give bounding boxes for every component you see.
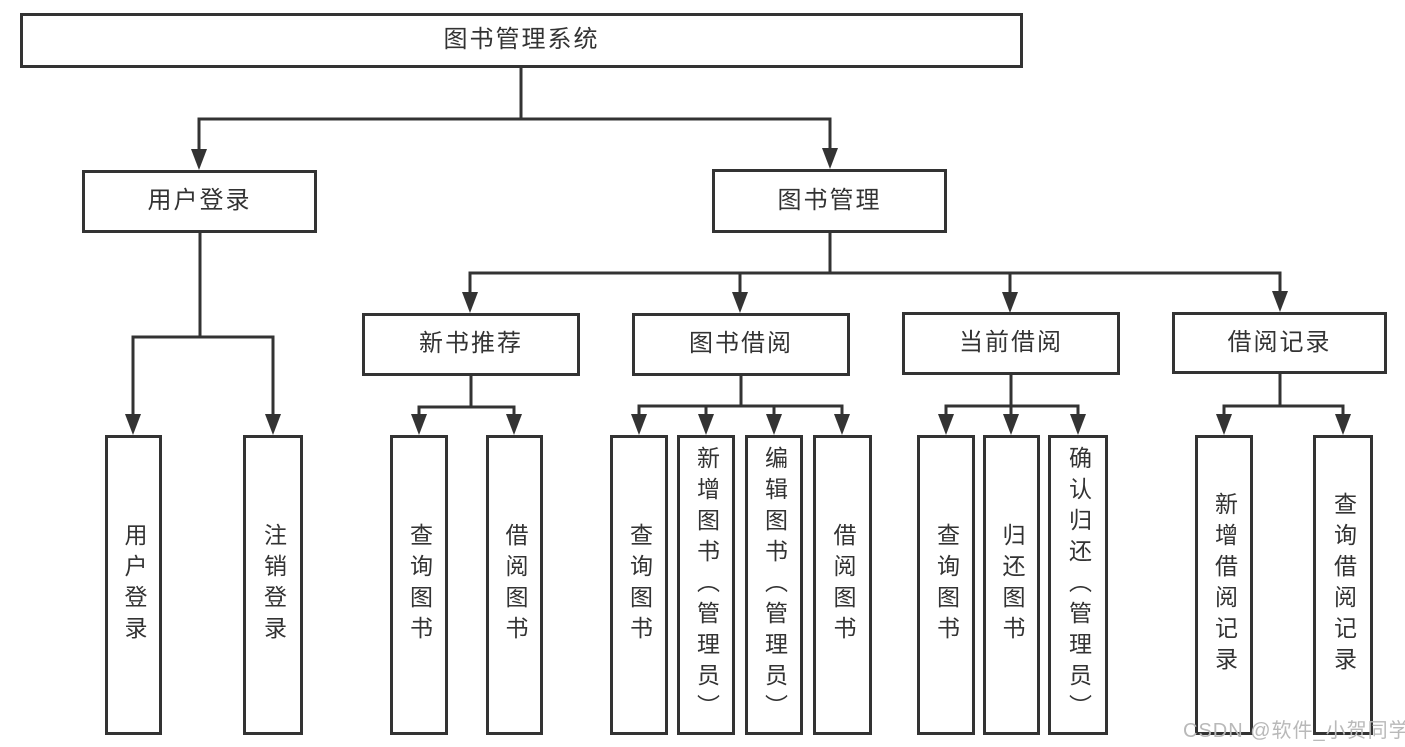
leaf-confirm-return-admin: 确认归还（管理员） [1048, 435, 1108, 735]
node-current-borrowing: 当前借阅 [902, 312, 1120, 375]
arrow-down-icon [411, 414, 427, 435]
arrow-down-icon [1070, 414, 1086, 435]
node-new-book-recommendation: 新书推荐 [362, 313, 580, 376]
arrow-down-icon [732, 292, 748, 313]
leaf-query-borrow-record: 查询借阅记录 [1313, 435, 1373, 735]
connector-borrow-record [1222, 372, 1345, 420]
leaf-return-books: 归还图书 [983, 435, 1040, 735]
leaf-query-books-current: 查询图书 [917, 435, 975, 735]
arrow-down-icon [1216, 414, 1232, 435]
connector-current-borrow [944, 373, 1080, 420]
leaf-label: 新增图书（管理员） [693, 445, 720, 725]
leaf-logout-login: 注销登录 [243, 435, 303, 735]
leaf-label: 编辑图书（管理员） [761, 445, 788, 725]
leaf-label: 查询图书 [406, 523, 433, 647]
leaf-add-borrow-record: 新增借阅记录 [1195, 435, 1253, 735]
node-book-borrowing: 图书借阅 [632, 313, 850, 376]
leaf-label: 确认归还（管理员） [1065, 445, 1092, 725]
arrow-down-icon [834, 414, 850, 435]
node-user-login: 用户登录 [82, 170, 317, 233]
arrow-down-icon [462, 292, 478, 313]
connector-book-borrow [637, 374, 844, 420]
arrow-down-icon [822, 148, 838, 169]
leaf-label: 新增借阅记录 [1211, 492, 1238, 678]
leaf-label: 查询图书 [933, 523, 960, 647]
leaf-add-books-admin: 新增图书（管理员） [677, 435, 735, 735]
arrow-down-icon [1272, 291, 1288, 312]
arrow-down-icon [938, 414, 954, 435]
leaf-label: 借阅图书 [502, 523, 528, 647]
leaf-edit-books-admin: 编辑图书（管理员） [745, 435, 803, 735]
leaf-query-books-recommend: 查询图书 [390, 435, 448, 735]
connector-new-book-rec [417, 374, 516, 420]
arrow-down-icon [265, 414, 281, 435]
arrow-down-icon [125, 414, 141, 435]
leaf-label: 查询图书 [626, 523, 653, 647]
leaf-label: 注销登录 [260, 523, 287, 647]
leaf-borrow-books-recommend: 借阅图书 [486, 435, 543, 735]
arrow-down-icon [1003, 414, 1019, 435]
arrow-down-icon [631, 414, 647, 435]
arrow-down-icon [191, 149, 207, 170]
arrow-down-icon [698, 414, 714, 435]
connector-root [197, 66, 832, 154]
node-book-management: 图书管理 [712, 169, 947, 233]
connector-book-mgmt [468, 231, 1282, 298]
leaf-label: 用户登录 [121, 523, 147, 647]
connector-user-login [131, 231, 275, 420]
arrow-down-icon [506, 414, 522, 435]
leaf-label: 查询借阅记录 [1330, 492, 1357, 678]
leaf-label: 借阅图书 [830, 523, 856, 647]
node-library-management-system: 图书管理系统 [20, 13, 1023, 68]
leaf-borrow-books: 借阅图书 [813, 435, 872, 735]
leaf-query-books-borrowing: 查询图书 [610, 435, 668, 735]
arrow-down-icon [1335, 414, 1351, 435]
arrow-down-icon [1002, 292, 1018, 313]
csdn-watermark: CSDN @软件_小贺同学 [1183, 720, 1405, 742]
leaf-user-login: 用户登录 [105, 435, 162, 735]
node-borrowing-records: 借阅记录 [1172, 312, 1387, 374]
arrow-down-icon [766, 414, 782, 435]
leaf-label: 归还图书 [999, 523, 1025, 647]
